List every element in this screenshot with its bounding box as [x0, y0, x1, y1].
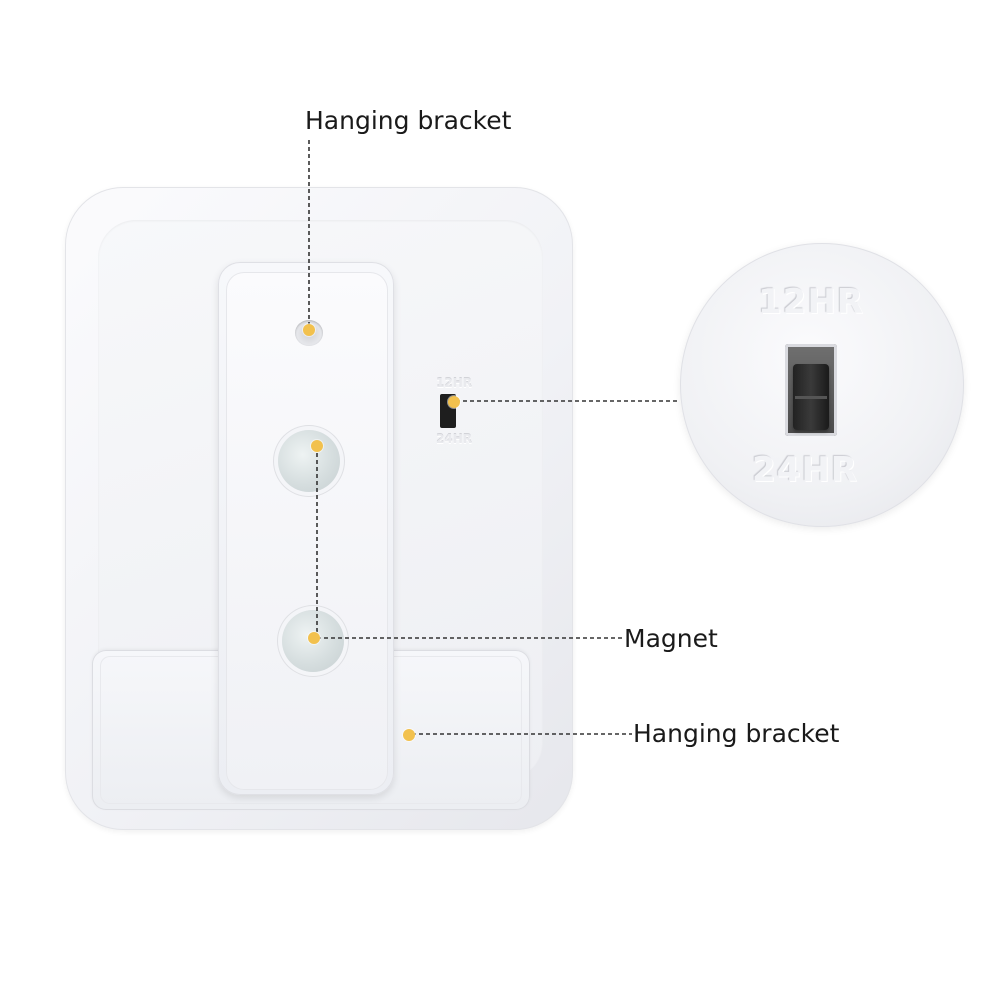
zoom-label-24hr: 24HR — [752, 450, 858, 490]
marker-magnet-upper — [311, 440, 323, 452]
marker-magnet-lower — [308, 632, 320, 644]
label-hanging-bracket-bottom: Hanging bracket — [633, 719, 840, 748]
marker-switch — [448, 396, 460, 408]
marker-hanging-hole — [303, 324, 315, 336]
zoom-switch-ridge — [795, 396, 827, 399]
zoom-label-12hr: 12HR — [758, 282, 864, 322]
switch-embossed-24hr: 24HR — [436, 432, 472, 446]
label-hanging-bracket-top: Hanging bracket — [305, 106, 512, 135]
marker-bottom-bracket — [403, 729, 415, 741]
hanging-bracket-face — [226, 272, 388, 790]
switch-embossed-12hr: 12HR — [436, 376, 472, 390]
magnet-upper — [278, 430, 340, 492]
label-magnet: Magnet — [624, 624, 718, 653]
